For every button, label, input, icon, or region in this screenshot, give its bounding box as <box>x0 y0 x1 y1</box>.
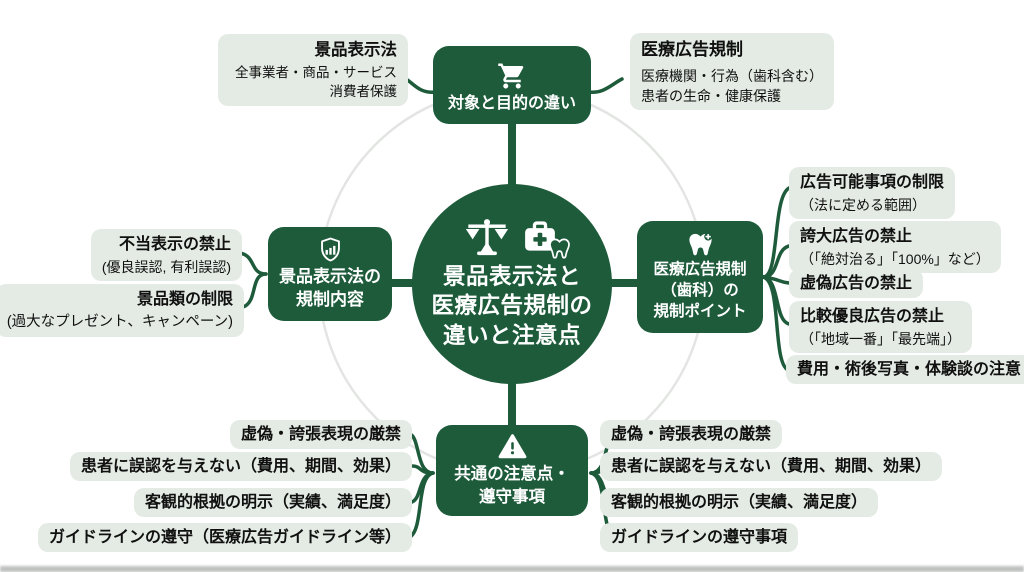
center-title-line: 違いと注意点 <box>442 322 581 348</box>
label-title: 不当表示の禁止 <box>118 236 231 253</box>
bottom-edge-artifact <box>0 566 1024 572</box>
label-guideline-compliance-left: ガイドラインの遵守（医療広告ガイドライン等） <box>37 523 412 553</box>
label-title: 比較優良広告の禁止 <box>800 308 945 325</box>
label-premium-limits: 景品類の制限 (過大なプレゼント、キャンペーン) <box>0 284 244 338</box>
label-guideline-compliance-right: ガイドラインの遵守事項 <box>600 523 799 553</box>
node-label-line: 共通の注意点・ <box>454 465 570 484</box>
node-common-cautions: 共通の注意点・ 遵守事項 <box>436 425 588 516</box>
center-title-line: 医療広告規制の <box>431 293 593 319</box>
label-objective-evidence-left: 客観的根拠の明示（実績、満足度） <box>133 488 412 518</box>
node-label-line: （歯科）の <box>661 282 739 300</box>
label-false-ads: 虚偽広告の禁止 <box>789 269 924 299</box>
center-icons <box>464 218 570 259</box>
shield-chart-icon <box>320 237 340 262</box>
label-line: 全事業者・商品・サービス <box>235 64 397 80</box>
label-title: 広告可能事項の制限 <box>800 174 945 191</box>
first-aid-kit-icon <box>525 221 555 251</box>
label-allowed-items: 広告可能事項の制限 （法に定める範囲） <box>789 167 956 220</box>
label-exaggerated-ads: 誇大広告の禁止 （「絶対治る」「100%」など） <box>789 221 1001 274</box>
label-sub: (過大なプレゼント、キャンペーン) <box>6 314 233 330</box>
label-title: 誇大広告の禁止 <box>800 228 913 245</box>
node-label: 対象と目的の違い <box>447 95 576 113</box>
label-line: 医療機関・行為（歯科含む） <box>641 67 823 84</box>
label-no-false-exaggeration-right: 虚偽・誇張表現の厳禁 <box>600 420 783 450</box>
label-cost-photos-testimonials: 費用・術後写真・体験談の注意 <box>786 355 1024 385</box>
node-medical-ad-points: 医療広告規制 （歯科）の 規制ポイント <box>637 221 763 333</box>
node-label-line: 規制ポイント <box>653 302 747 320</box>
label-unfair-display: 不当表示の禁止 (優良誤認, 有利誤認) <box>90 229 242 282</box>
label-sub: （「絶対治る」「100%」など） <box>800 251 990 267</box>
node-label-line: 景品表示法の <box>279 267 381 287</box>
label-medical-ad-overview: 医療広告規制 医療機関・行為（歯科含む） 患者の生命・健康保護 <box>630 33 834 111</box>
label-title: 医療広告規制 <box>641 40 743 59</box>
node-target-purpose: 対象と目的の違い <box>433 46 591 124</box>
node-label-line: 医療広告規制 <box>653 261 747 279</box>
label-title: 景品類の制限 <box>136 291 233 308</box>
label-sub: (優良誤認, 有利誤認) <box>101 259 231 275</box>
warning-triangle-icon <box>498 434 526 459</box>
tooth-plus-icon <box>688 232 712 256</box>
label-no-misleading-right: 患者に誤認を与えない（費用、期間、効果） <box>600 452 943 482</box>
tooth-icon <box>549 238 570 259</box>
label-no-false-exaggeration-left: 虚偽・誇張表現の厳禁 <box>229 420 412 450</box>
label-objective-evidence-right: 客観的根拠の明示（実績、満足度） <box>600 488 879 518</box>
label-keihin-overview: 景品表示法 全事業者・商品・サービス 消費者保護 <box>218 34 408 106</box>
center-title: 景品表示法と 医療広告規制の 違いと注意点 <box>431 262 592 350</box>
center-topic-node: 景品表示法と 医療広告規制の 違いと注意点 <box>412 184 612 384</box>
label-sub: （法に定める範囲） <box>800 197 926 213</box>
node-label-line: 遵守事項 <box>479 487 545 506</box>
shopping-cart-icon <box>498 63 524 89</box>
label-title: 景品表示法 <box>314 41 398 59</box>
label-no-misleading-left: 患者に誤認を与えない（費用、期間、効果） <box>69 452 412 482</box>
node-label-line: 規制内容 <box>296 290 364 309</box>
node-keihin-regulations: 景品表示法の 規制内容 <box>268 227 392 321</box>
label-line: 消費者保護 <box>329 84 398 100</box>
center-title-line: 景品表示法と <box>442 264 581 290</box>
label-comparative-ads: 比較優良広告の禁止 （「地域一番」「最先端」） <box>789 301 972 354</box>
label-line: 患者の生命・健康保護 <box>641 87 781 104</box>
label-sub: （「地域一番」「最先端」） <box>800 331 961 347</box>
balance-scale-icon <box>465 219 509 256</box>
